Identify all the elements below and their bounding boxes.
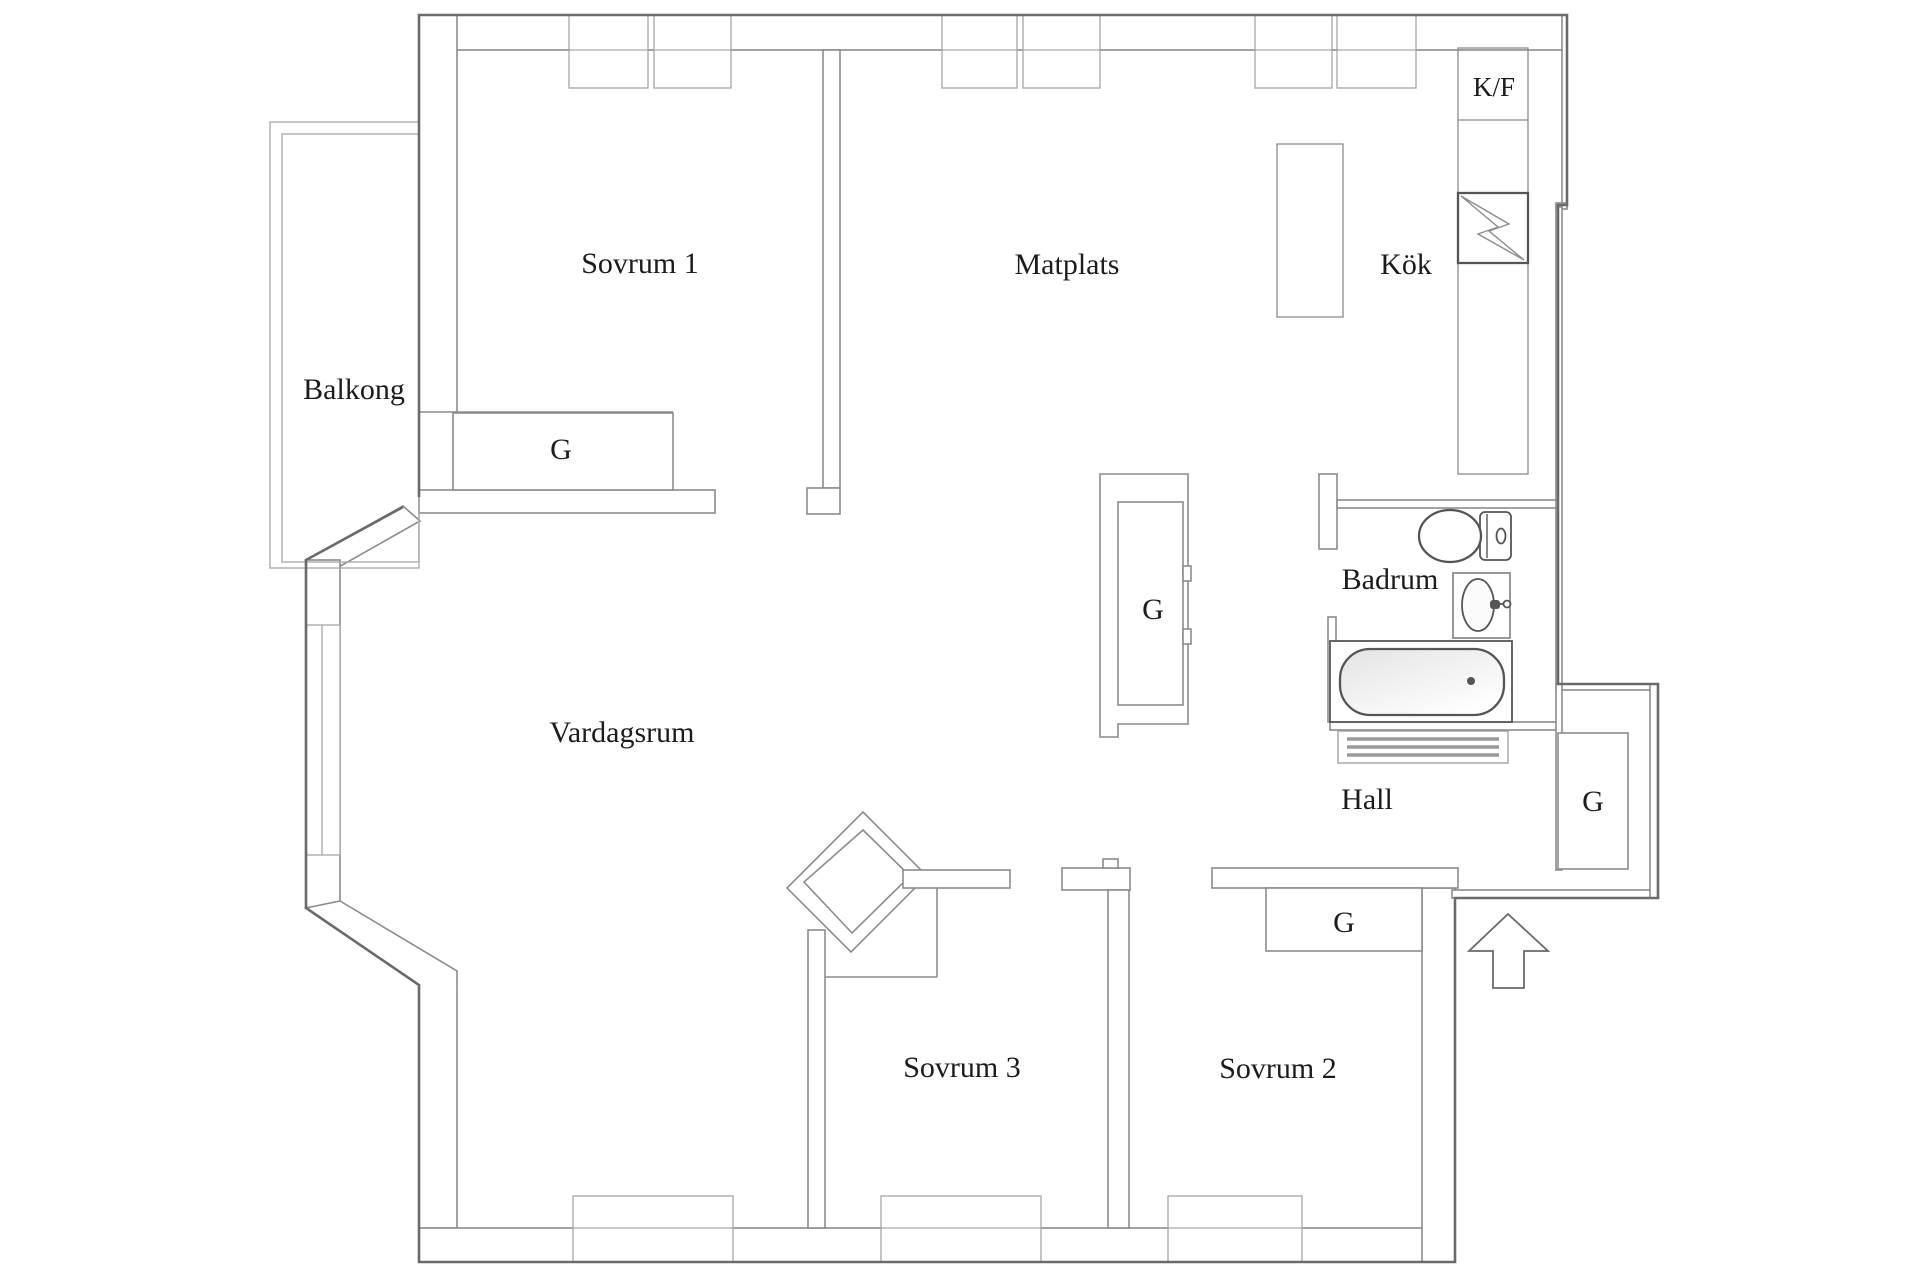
closets (452, 412, 1629, 952)
room-label-sovrum-2: Sovrum 2 (1219, 1052, 1337, 1085)
wall-sovrum1-east-foot (806, 487, 841, 515)
window (1022, 14, 1101, 89)
wall-sovrum2-right (1421, 887, 1456, 1263)
windows (305, 14, 1417, 1263)
corner-door-outer (785, 810, 929, 954)
closet-sovrum-1-box (452, 412, 674, 491)
closet-label-sovrum-2: G (1333, 906, 1355, 939)
kitchen-island (1276, 143, 1344, 318)
wall-bay-upper-diagonal (303, 505, 422, 569)
wall-sovrum1-south (418, 489, 716, 514)
room-label-vardagsrum: Vardagsrum (550, 716, 695, 749)
window (305, 624, 341, 856)
wall-badrum-top (1336, 499, 1559, 509)
wardrobe-handle (1182, 565, 1192, 582)
room-label-balkong: Balkong (303, 373, 405, 406)
balcony-railing (269, 121, 420, 569)
corner-door-inner (802, 828, 912, 935)
radiator-icon (1337, 730, 1509, 764)
wardrobe-inner (1117, 501, 1184, 706)
bathtub-icon (1329, 640, 1513, 723)
window (1254, 14, 1333, 89)
window (880, 1195, 1042, 1263)
window (941, 14, 1018, 89)
wall-sovrum3-sovrum2 (1107, 889, 1130, 1229)
closet-label-sovrum-1: G (550, 433, 572, 466)
wall-corridor-stub (1318, 473, 1338, 550)
sink-icon (1452, 572, 1512, 639)
wall-west-upper (418, 14, 458, 498)
exterior-outline (304, 13, 1660, 1264)
room-label-hall: Hall (1341, 783, 1393, 816)
room-label-kok: Kök (1380, 248, 1432, 281)
closet-hall-box (1557, 732, 1629, 870)
room-label-matplats: Matplats (1015, 248, 1120, 281)
closet-label-vardagsrum: G (1142, 593, 1164, 626)
window (572, 1195, 734, 1263)
wall-divider-tab (1102, 858, 1119, 869)
wardrobe-handle (1182, 628, 1192, 645)
toilet-icon (1417, 508, 1512, 564)
wall-sovrum3-top-right (1061, 867, 1131, 891)
window (568, 14, 649, 89)
stove-icon (1456, 191, 1530, 265)
room-label-sovrum-3: Sovrum 3 (903, 1051, 1021, 1084)
entry-arrow-icon (1466, 912, 1551, 989)
wall-west-lower (303, 900, 458, 1229)
wall-sovrum3-top-left (902, 869, 1011, 889)
closet-label-hall: G (1582, 785, 1604, 818)
appliance-label-kf: K/F (1473, 72, 1515, 102)
wall-badrum-bottom (1329, 721, 1559, 731)
window (1167, 1195, 1303, 1263)
window (653, 14, 732, 89)
room-label-sovrum-1: Sovrum 1 (581, 247, 699, 280)
window (1336, 14, 1417, 89)
wall-vardagsrum-sovrum3 (807, 929, 826, 1229)
wall-sovrum1-east (822, 49, 841, 489)
closet-sovrum-2-box (1265, 887, 1423, 952)
wall-sovrum2-top (1211, 867, 1459, 889)
room-label-badrum: Badrum (1342, 563, 1439, 596)
